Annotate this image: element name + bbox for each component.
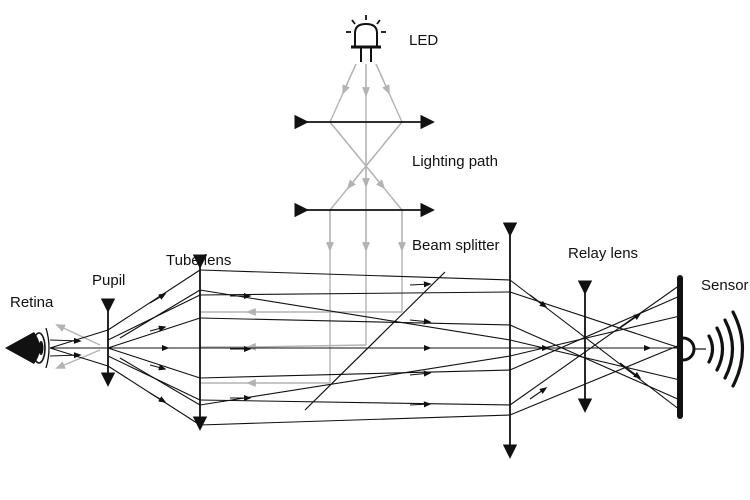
- sensor: [677, 275, 706, 419]
- lenses: [100, 114, 593, 459]
- label-retina: Retina: [10, 294, 54, 311]
- label-beam-splitter: Beam splitter: [412, 237, 500, 254]
- label-led: LED: [409, 32, 438, 49]
- label-relay-lens: Relay lens: [568, 245, 638, 262]
- led-icon: [346, 15, 386, 62]
- label-tube-lens: Tube lens: [166, 252, 231, 269]
- illumination-rays: [55, 63, 406, 387]
- label-lighting-path: Lighting path: [412, 153, 498, 170]
- imaging-rays: [49, 269, 681, 426]
- signal-waves-icon: [707, 310, 744, 388]
- label-sensor: Sensor: [701, 277, 749, 294]
- beam-splitter: [304, 271, 446, 411]
- eye-icon: [5, 327, 50, 369]
- label-pupil: Pupil: [92, 272, 125, 289]
